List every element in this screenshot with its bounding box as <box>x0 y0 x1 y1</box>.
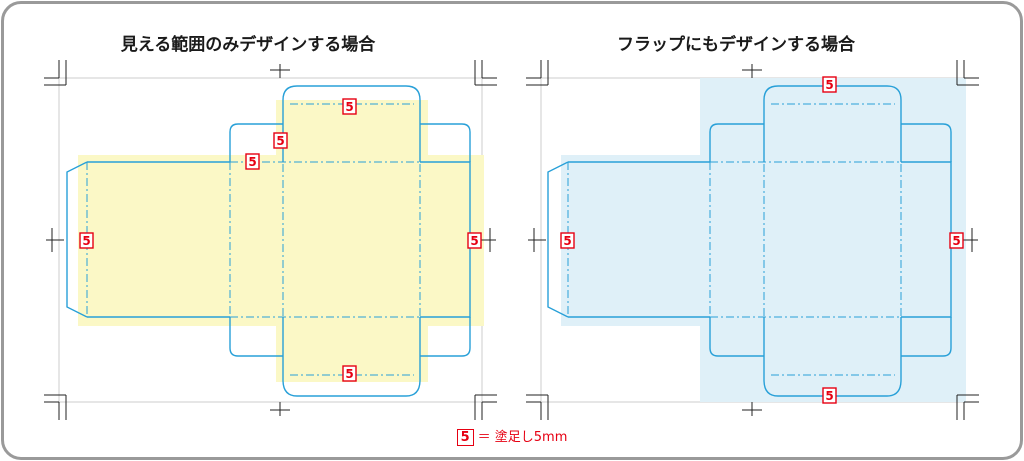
right-panel: フラップにもデザインする場合 <box>480 0 992 461</box>
svg-text:5: 5 <box>276 134 284 148</box>
fold-lines <box>86 100 470 380</box>
bleed-marker: 5 <box>822 387 837 404</box>
legend-text: ＝ 塗足し5mm <box>477 430 568 445</box>
crop-marks <box>526 60 979 420</box>
svg-text:5: 5 <box>825 389 833 403</box>
left-panel: 見える範囲のみデザインする場合 <box>44 35 497 420</box>
bleed-marker: 5 <box>949 232 964 249</box>
fold-lines <box>567 100 951 380</box>
legend-marker: 5 <box>456 429 474 446</box>
bleed-marker: 5 <box>273 132 288 149</box>
design-area-fill <box>78 100 484 382</box>
svg-text:5: 5 <box>82 234 90 248</box>
left-diagram: 5 5 5 5 5 5 <box>44 60 497 420</box>
left-panel-title: 見える範囲のみデザインする場合 <box>120 35 376 55</box>
bleed-marker: 5 <box>245 153 260 170</box>
svg-text:5: 5 <box>248 155 256 169</box>
bleed-marker: 5 <box>79 232 94 249</box>
crop-marks <box>44 60 497 420</box>
bleed-marker: 5 <box>342 98 357 115</box>
svg-text:5: 5 <box>345 100 353 114</box>
svg-text:5: 5 <box>825 78 833 92</box>
legend: 5＝ 塗足し5mm <box>0 426 1024 446</box>
bleed-marker: 5 <box>342 365 357 382</box>
svg-text:5: 5 <box>470 234 478 248</box>
right-panel-title: フラップにもデザインする場合 <box>617 35 855 55</box>
bleed-marker: 5 <box>560 232 575 249</box>
bleed-marker: 5 <box>822 76 837 93</box>
right-diagram: 5 5 5 5 <box>526 60 979 420</box>
bleed-markers: 5 5 5 5 <box>560 76 964 404</box>
svg-text:5: 5 <box>563 234 571 248</box>
svg-text:5: 5 <box>345 367 353 381</box>
bleed-markers: 5 5 5 5 5 5 <box>79 98 482 382</box>
svg-text:5: 5 <box>952 234 960 248</box>
bleed-marker: 5 <box>467 232 482 249</box>
